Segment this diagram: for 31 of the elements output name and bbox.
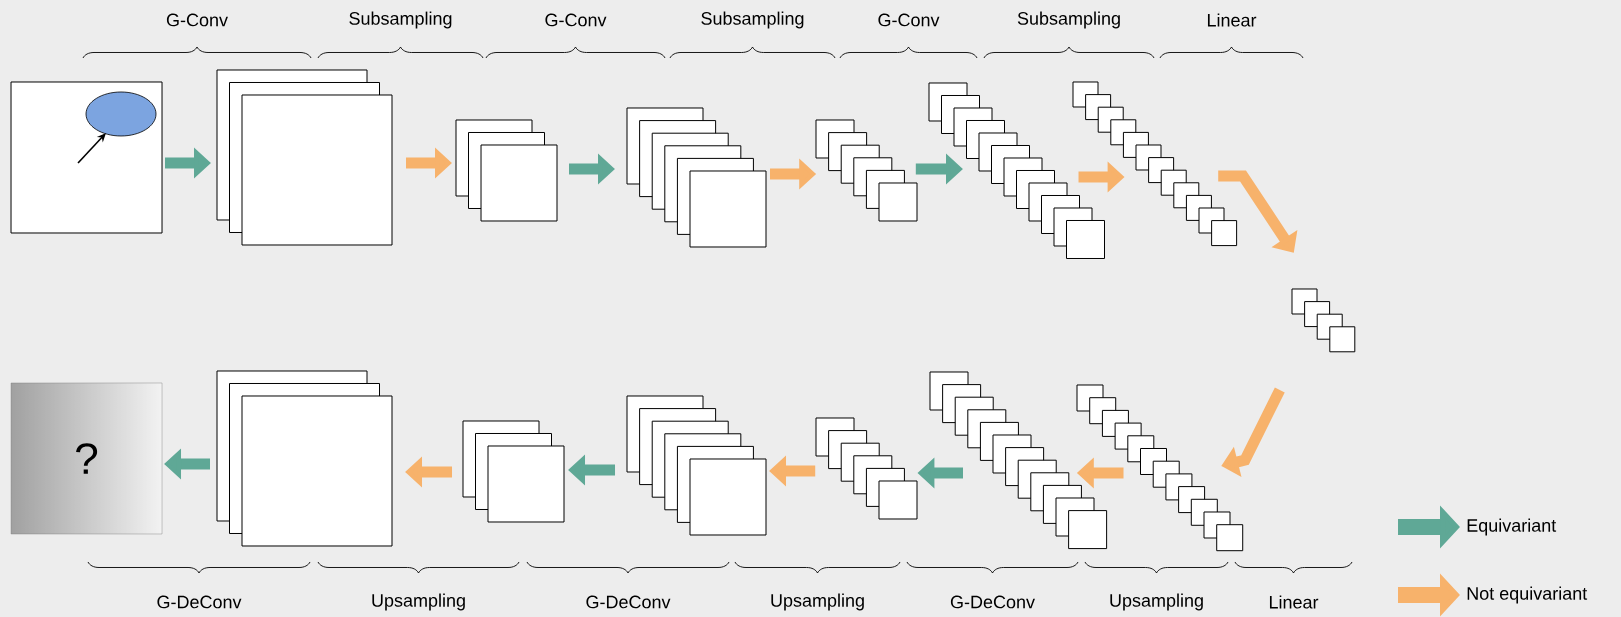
- feature-map-stack: [1072, 81, 1238, 247]
- layer-label: Subsampling: [349, 11, 452, 29]
- layer-label: G-Conv: [545, 13, 607, 27]
- feature-map-stack: [216, 69, 393, 246]
- layer-label: Upsampling: [771, 593, 864, 611]
- legend-label: Not equivariant: [1467, 586, 1588, 604]
- layer-label: Upsampling: [1110, 593, 1203, 611]
- feature-map-stack: [1076, 384, 1244, 552]
- feature-map-stack: [462, 420, 565, 523]
- feature-map-stack: [815, 417, 918, 520]
- layer-label: Subsampling: [701, 11, 804, 29]
- feature-map-stack: [1291, 288, 1356, 353]
- layer-label: G-Conv: [878, 13, 940, 27]
- ellipse: [85, 91, 157, 137]
- layer-label: G-Conv: [166, 13, 228, 27]
- feature-map-stack: [216, 370, 393, 547]
- layer-label: G-DeConv: [157, 595, 242, 609]
- feature-map-stack: [815, 119, 918, 222]
- legend-label: Equivariant: [1467, 518, 1557, 536]
- layer-label: G-DeConv: [586, 595, 671, 609]
- feature-map-stack: [626, 107, 767, 248]
- pointer-arrow: [77, 133, 106, 164]
- feature-map-stack: [455, 119, 558, 222]
- layer-label: Upsampling: [372, 593, 465, 611]
- layer-label: Linear: [1269, 595, 1319, 609]
- layer-label: Linear: [1207, 13, 1257, 27]
- output-image-box: ?: [10, 382, 163, 535]
- layer-label: Subsampling: [1017, 11, 1120, 29]
- layer-label: G-DeConv: [950, 595, 1035, 609]
- arrow: [1218, 170, 1298, 253]
- feature-map-stack: [626, 395, 767, 536]
